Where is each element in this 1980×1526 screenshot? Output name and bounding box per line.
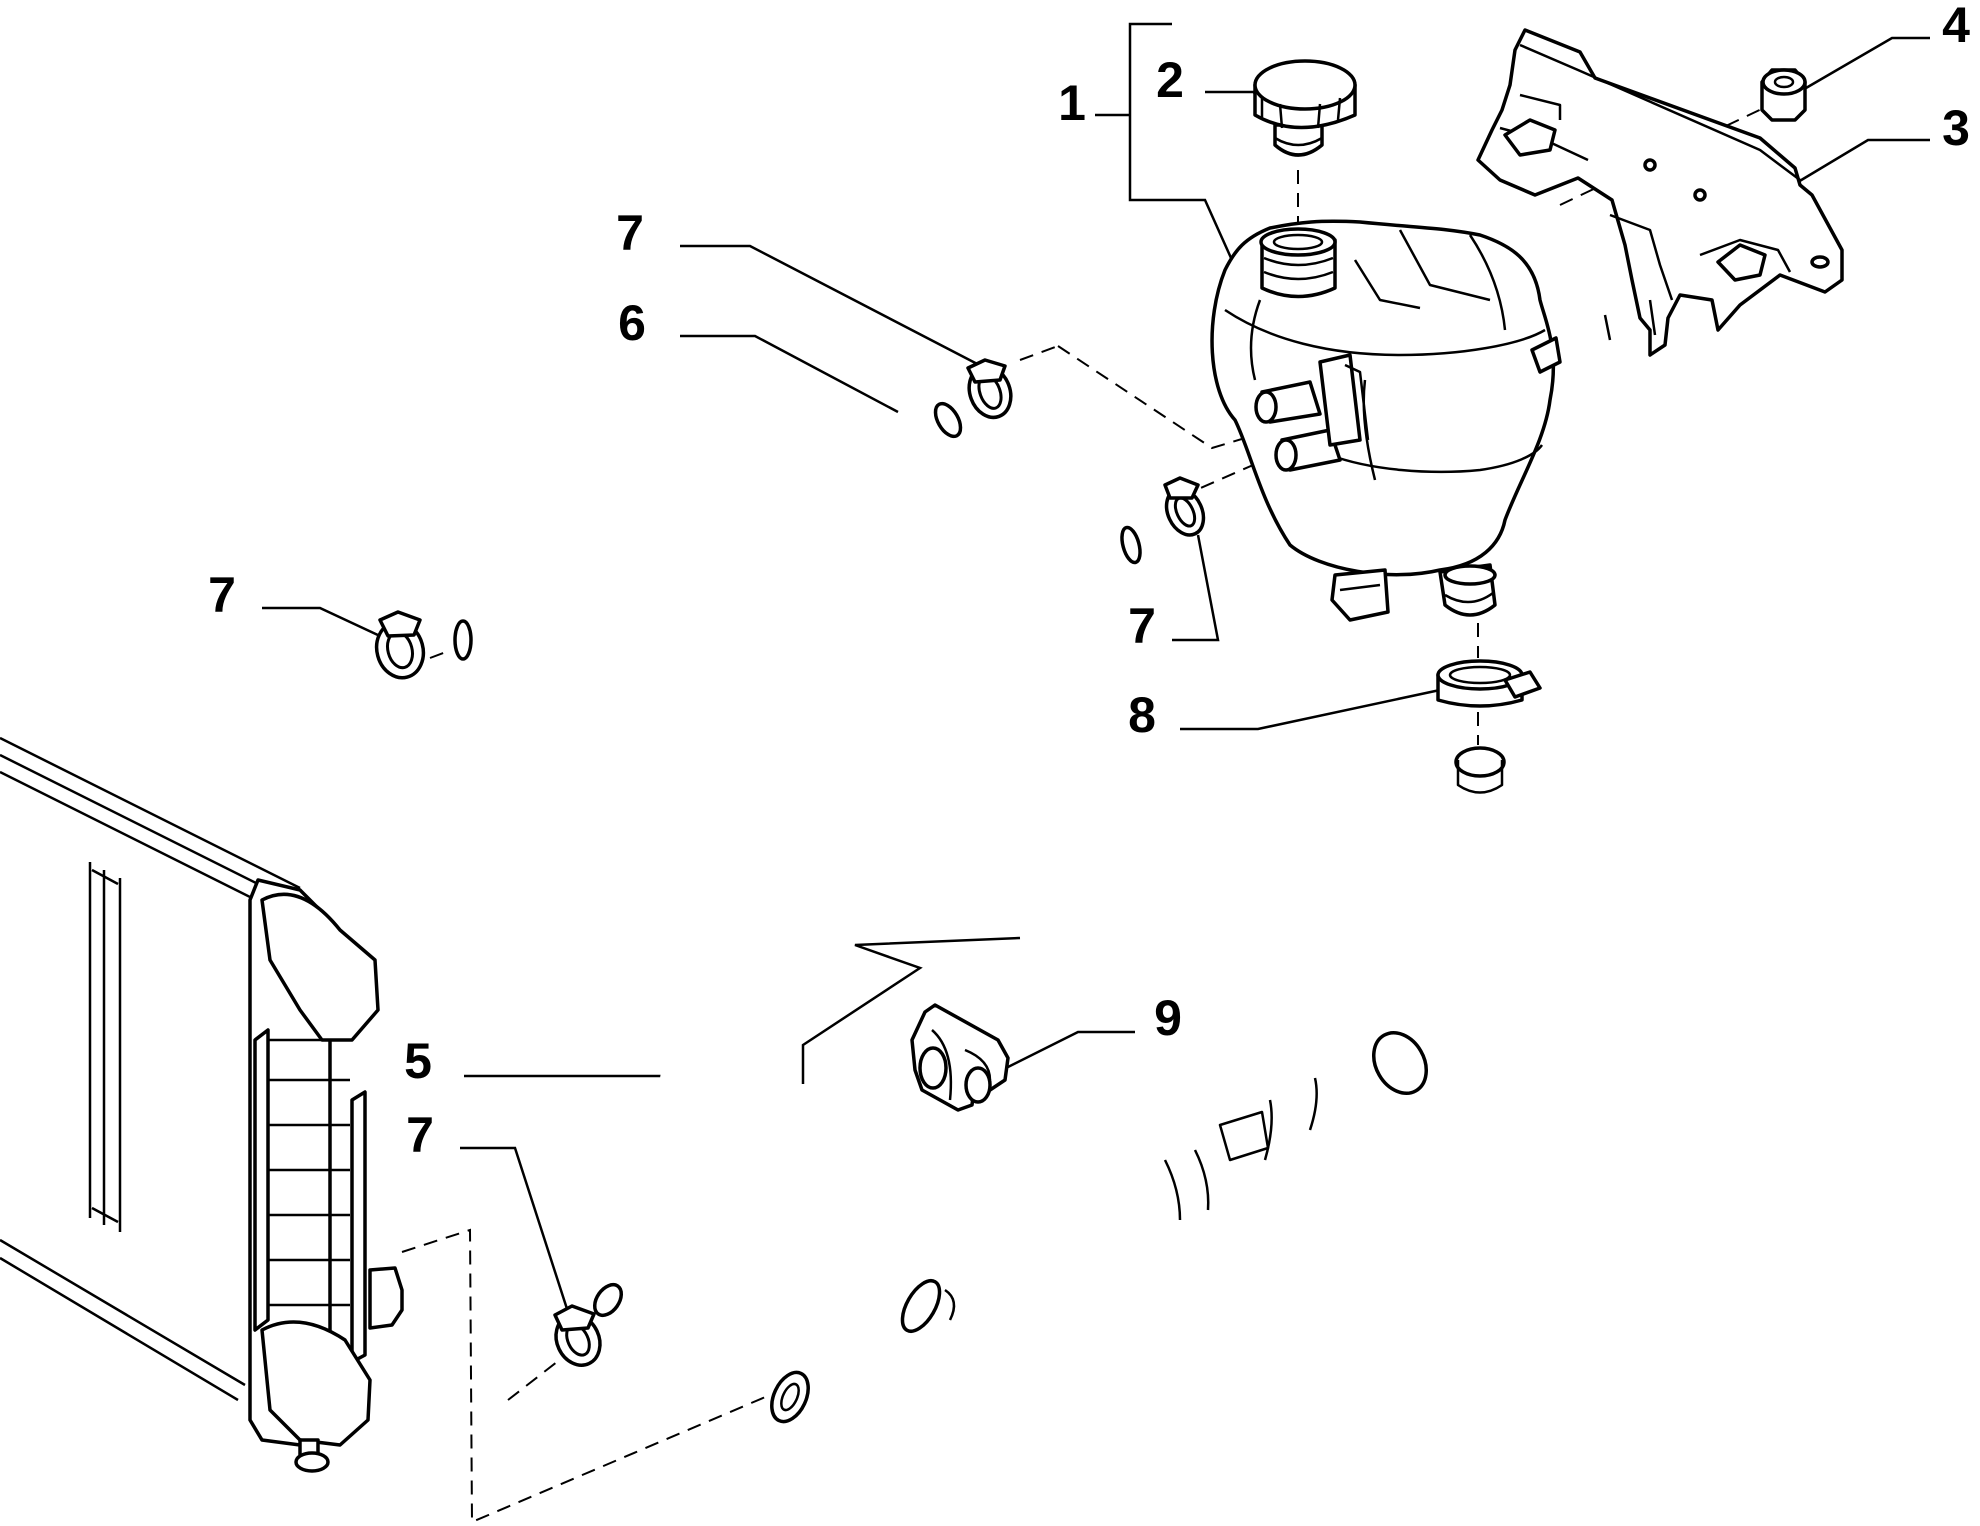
- upper-hose: [453, 401, 964, 661]
- callout-8: 8: [1128, 687, 1156, 743]
- callout-labels: 1 2 3 4 5 6 7 7 7 7 8 9: [208, 0, 1970, 1163]
- callout-7-bottom: 7: [406, 1107, 434, 1163]
- lower-y-hose: [897, 746, 1506, 1333]
- callout-2: 2: [1156, 52, 1184, 108]
- hose-clamp-right: [1163, 476, 1206, 537]
- leader-lines: [262, 22, 1930, 1524]
- callout-5: 5: [404, 1033, 432, 1089]
- expansion-tank: [1210, 219, 1562, 622]
- callout-9: 9: [1154, 990, 1182, 1046]
- filler-cap: [1253, 59, 1357, 157]
- short-hose: [768, 1326, 902, 1424]
- callout-3: 3: [1942, 100, 1970, 156]
- hose-clamp-large: [1436, 659, 1542, 708]
- hose-clamp-top: [966, 358, 1013, 420]
- callout-1: 1: [1058, 75, 1086, 131]
- hose-clamp-bottom: [553, 1304, 602, 1367]
- callout-7-left: 7: [208, 567, 236, 623]
- callout-7-top: 7: [616, 205, 644, 261]
- lower-hose: [591, 525, 1142, 1318]
- hose-clamp-left: [374, 610, 426, 680]
- callout-4: 4: [1942, 0, 1970, 53]
- radiator: [0, 736, 404, 1473]
- mounting-bracket: [1476, 28, 1844, 357]
- nut: [1760, 68, 1807, 122]
- hose-holder-clip: [910, 1003, 1010, 1112]
- callout-7-right: 7: [1128, 598, 1156, 654]
- callout-6: 6: [618, 295, 646, 351]
